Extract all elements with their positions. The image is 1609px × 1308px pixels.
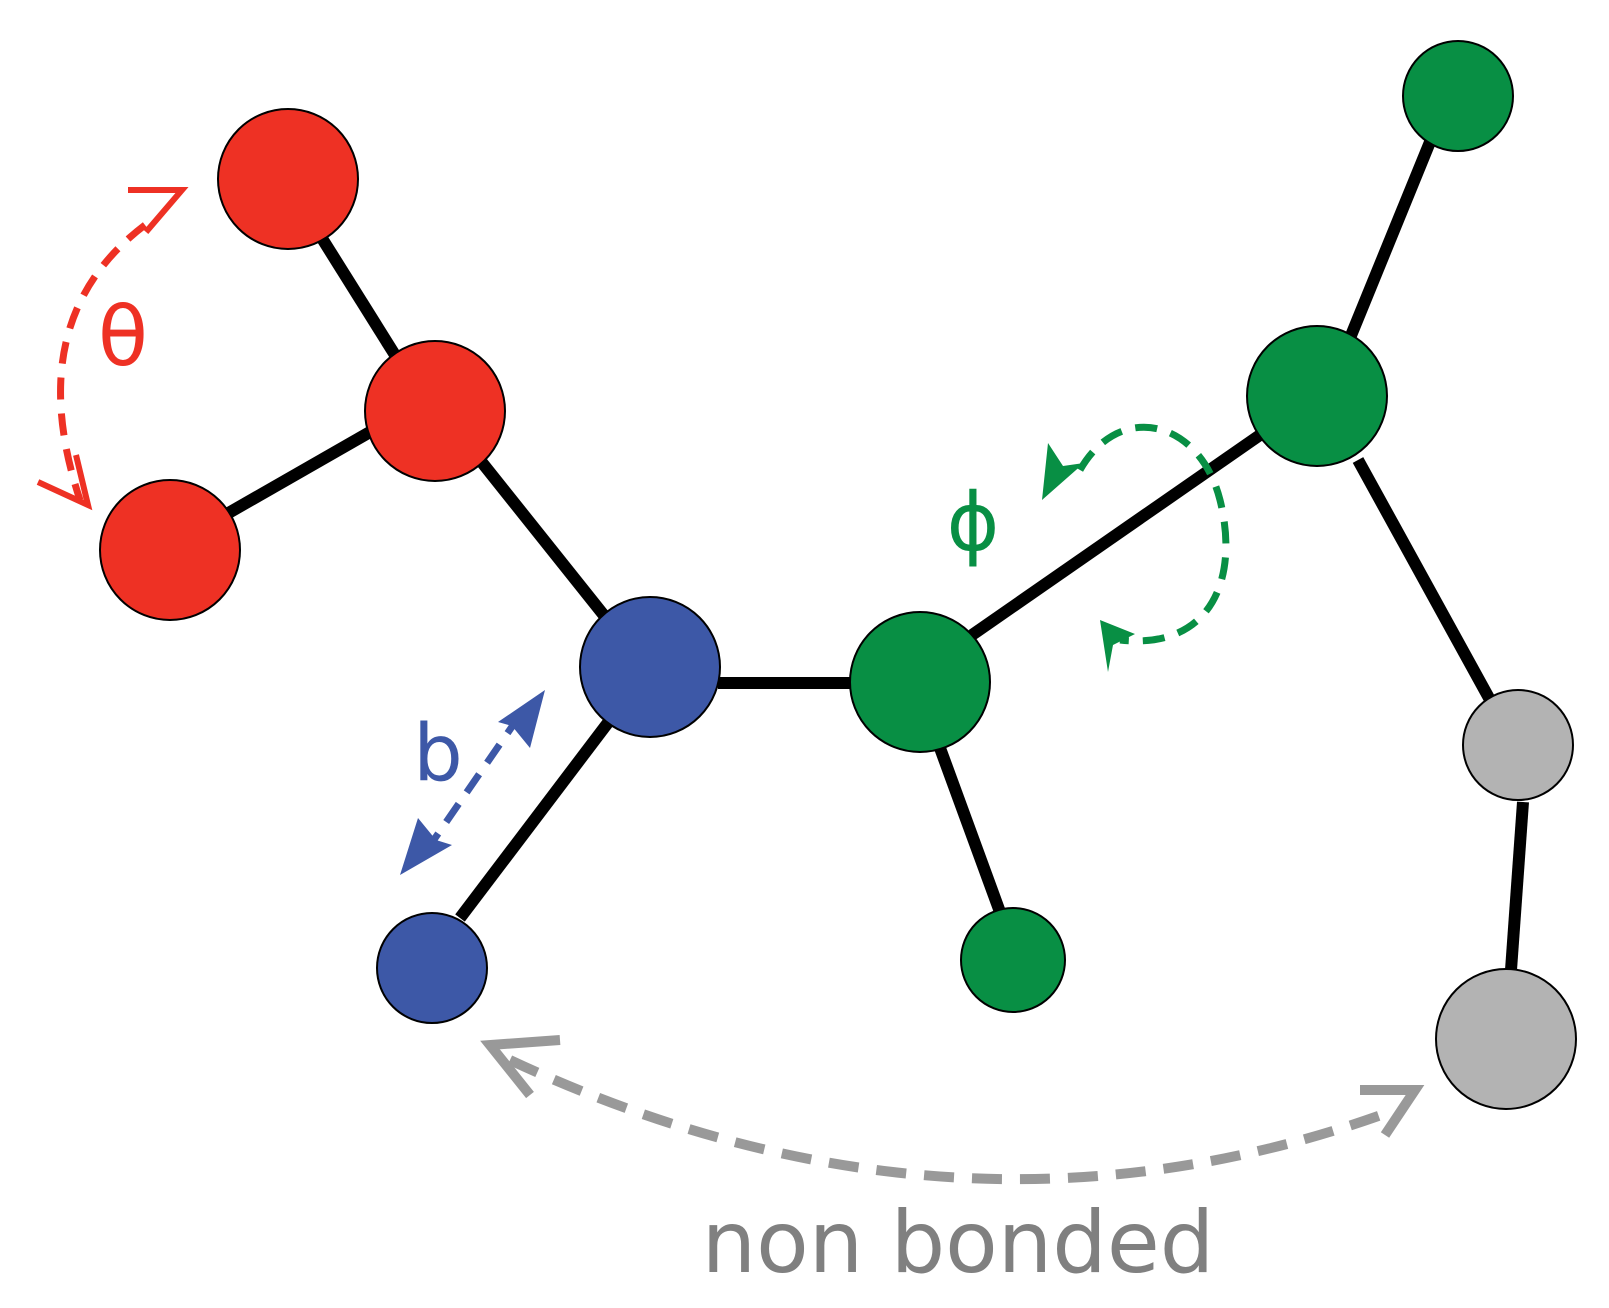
angle-label: θ bbox=[98, 290, 148, 385]
arrowhead-icon bbox=[36, 454, 93, 511]
bond-line bbox=[1344, 139, 1436, 341]
atom-green bbox=[849, 611, 991, 753]
atom-green bbox=[1246, 325, 1388, 467]
bond-line bbox=[1352, 457, 1506, 721]
arrowhead-icon bbox=[1100, 620, 1135, 672]
atoms-angle-group bbox=[99, 108, 506, 621]
angle-arc bbox=[57, 222, 148, 502]
atom-red bbox=[99, 479, 241, 621]
arrowhead-icon bbox=[1360, 1085, 1425, 1138]
dihedral-label: ϕ bbox=[947, 476, 1000, 569]
atom-blue bbox=[376, 912, 488, 1024]
non-bonded-arc bbox=[507, 1055, 1397, 1185]
bond-length-arrow bbox=[417, 713, 523, 862]
atoms-bond-group bbox=[376, 596, 721, 1024]
atom-red bbox=[217, 108, 359, 250]
bond-length-arrowheads bbox=[400, 690, 545, 875]
non-bonded-arrowheads bbox=[480, 1035, 1425, 1138]
non-bonded-arrow bbox=[507, 1055, 1397, 1185]
dihedral-arrowheads bbox=[1042, 443, 1135, 672]
bond-line bbox=[968, 430, 1264, 640]
arrowhead-icon bbox=[400, 818, 452, 875]
bond-length-line bbox=[417, 713, 523, 862]
dihedral-arc bbox=[1076, 423, 1230, 645]
bond-line bbox=[455, 716, 615, 922]
atom-gray bbox=[1435, 968, 1577, 1110]
bond-line bbox=[1505, 801, 1529, 971]
angle-arrowheads bbox=[36, 187, 189, 511]
arrowhead-icon bbox=[498, 690, 545, 748]
atom-green bbox=[1402, 40, 1514, 152]
dihedral-arrow bbox=[1076, 423, 1230, 645]
atom-green bbox=[960, 907, 1066, 1013]
atoms-dihedral-group bbox=[849, 40, 1514, 1013]
non-bonded-label: non bonded bbox=[702, 1193, 1215, 1293]
bond-label: b bbox=[413, 709, 463, 799]
bond-lines bbox=[222, 139, 1529, 971]
atoms-non-bonded-group bbox=[1435, 689, 1577, 1110]
atom-red bbox=[364, 340, 506, 482]
atom-gray bbox=[1462, 689, 1574, 801]
bond-line bbox=[222, 426, 373, 521]
bond-line bbox=[934, 745, 1006, 915]
arrowhead-icon bbox=[1042, 443, 1084, 500]
arrowhead-icon bbox=[480, 1035, 561, 1099]
atom-blue bbox=[579, 596, 721, 738]
arrowhead-icon bbox=[128, 187, 189, 234]
angle-arrow bbox=[57, 222, 148, 502]
